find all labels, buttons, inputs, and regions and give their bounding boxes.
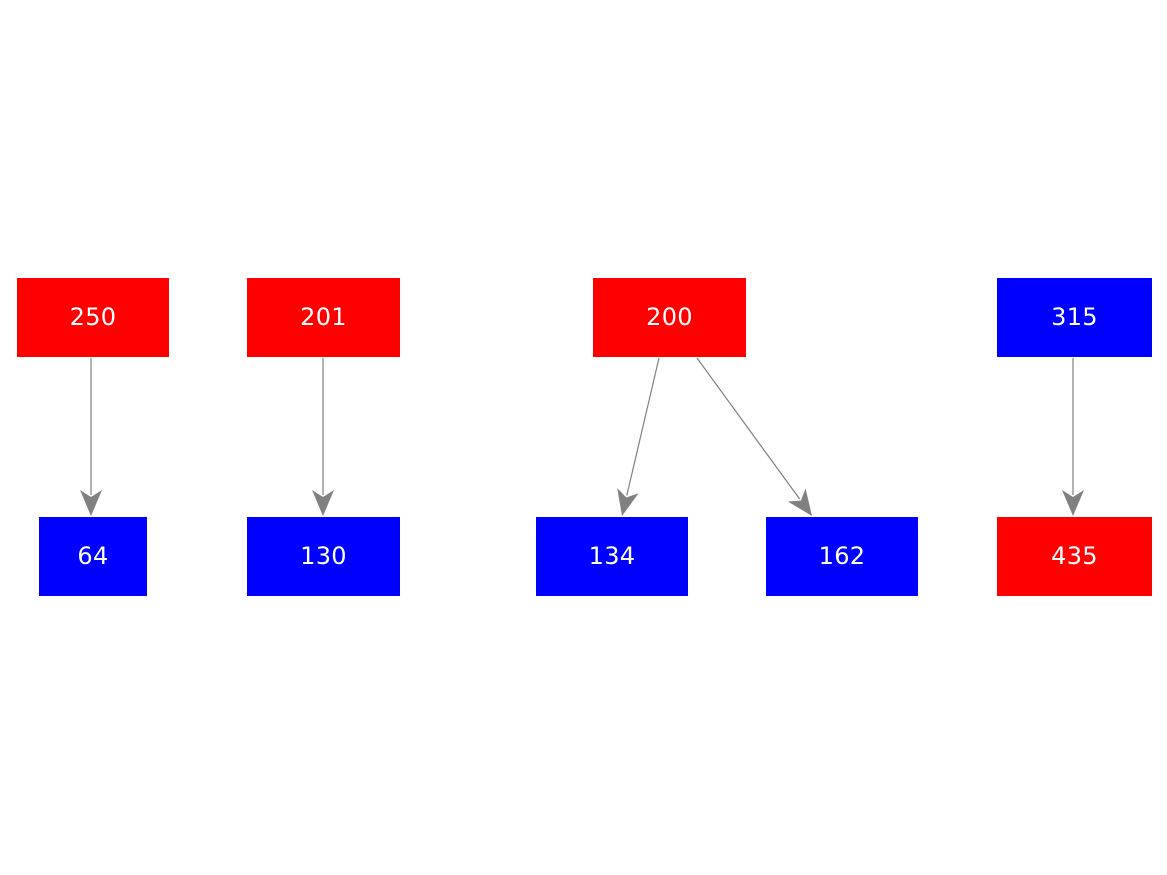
edge-315-to-435 (1062, 358, 1084, 516)
edge-250-to-64 (80, 358, 102, 516)
node-label: 315 (1051, 302, 1098, 331)
arrowhead-icon (312, 490, 334, 516)
node-label: 130 (300, 541, 347, 570)
node-315[interactable]: 315 (997, 278, 1152, 357)
edge-200-to-134 (617, 357, 660, 516)
edge-200-to-162 (696, 357, 812, 516)
arrowhead-icon (80, 490, 102, 516)
node-64[interactable]: 64 (39, 517, 147, 596)
node-250[interactable]: 250 (17, 278, 169, 357)
node-label: 435 (1051, 541, 1098, 570)
node-130[interactable]: 130 (247, 517, 400, 596)
edge-line (626, 357, 660, 496)
node-label: 201 (300, 302, 347, 331)
node-162[interactable]: 162 (766, 517, 918, 596)
arrowhead-icon (1062, 490, 1084, 516)
node-label: 134 (588, 541, 636, 570)
edge-line (696, 357, 801, 500)
node-label: 64 (77, 541, 109, 570)
arrowhead-icon (787, 488, 812, 516)
node-134[interactable]: 134 (536, 517, 688, 596)
node-label: 162 (818, 541, 866, 570)
arrowhead-icon (617, 488, 639, 516)
node-label: 250 (69, 302, 117, 331)
node-201[interactable]: 201 (247, 278, 400, 357)
node-435[interactable]: 435 (997, 517, 1152, 596)
node-200[interactable]: 200 (593, 278, 746, 357)
edge-201-to-130 (312, 358, 334, 516)
node-label: 200 (646, 302, 693, 331)
